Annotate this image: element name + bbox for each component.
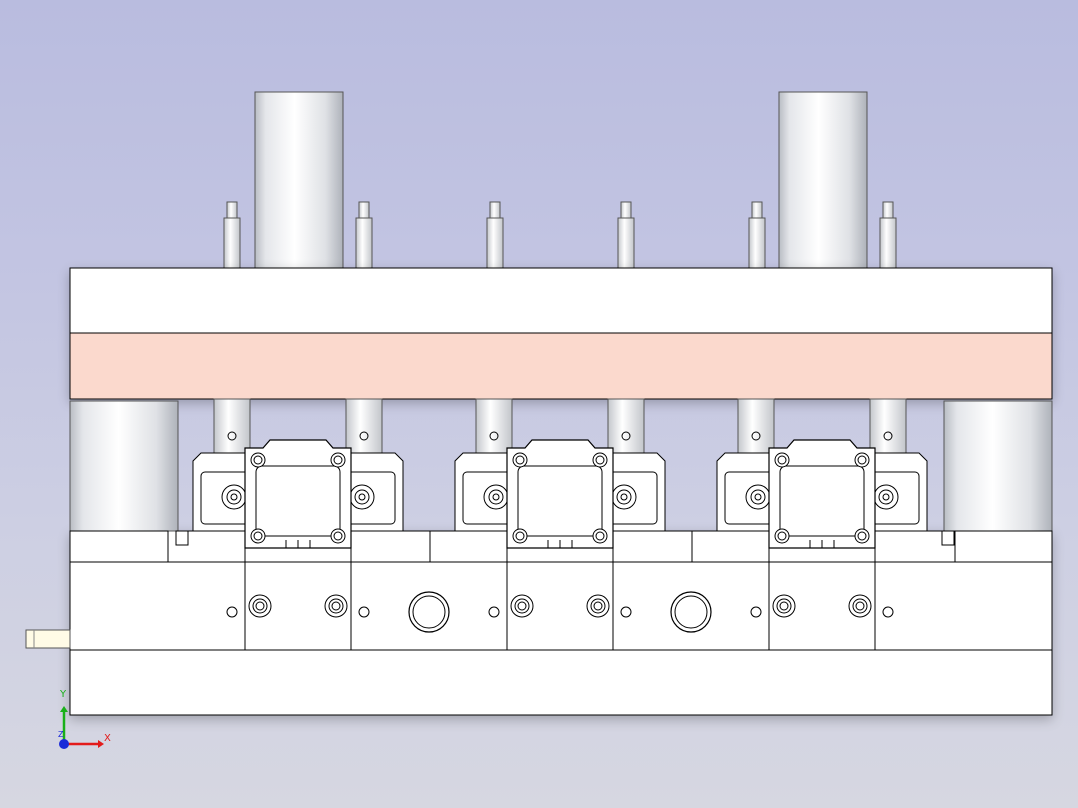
center-clamp-window xyxy=(517,465,603,537)
side-cylinder-right[interactable] xyxy=(943,400,1053,532)
top-guide-pins xyxy=(223,201,897,269)
clamp-bolt-head xyxy=(777,455,787,465)
guide-post xyxy=(213,398,251,455)
center-clamp-window xyxy=(779,465,865,537)
cavity-units xyxy=(192,398,928,650)
counterbore-core xyxy=(593,601,603,611)
clamp-bolt-head xyxy=(777,531,787,541)
top-pin xyxy=(223,201,241,269)
guide-post-hole xyxy=(621,431,631,441)
top-pin xyxy=(486,201,504,269)
lower-block-dividers xyxy=(175,530,955,562)
top-pin xyxy=(617,201,635,269)
guide-post-hole xyxy=(883,431,893,441)
guide-post xyxy=(737,398,775,455)
side-cylinder-left[interactable] xyxy=(69,400,179,532)
guide-post xyxy=(869,398,907,455)
clamp-bolt-head xyxy=(333,455,343,465)
corner-tab xyxy=(175,530,189,546)
z-axis-label: Z xyxy=(58,730,64,739)
x-axis-label: X xyxy=(104,733,111,744)
bearing-core xyxy=(754,493,762,501)
coordinate-triad xyxy=(59,706,104,749)
z-axis-dot xyxy=(59,739,69,749)
lower-block[interactable] xyxy=(69,530,1053,652)
counterbore-core xyxy=(517,601,527,611)
bearing-core xyxy=(492,493,500,501)
clamp-bolt-head xyxy=(857,455,867,465)
top-clamp-plate[interactable] xyxy=(69,267,1053,334)
top-pin xyxy=(879,201,897,269)
guide-post-hole xyxy=(227,431,237,441)
counterbore-core xyxy=(779,601,789,611)
top-pin xyxy=(748,201,766,269)
step-block-left xyxy=(69,530,169,563)
counterbore-core xyxy=(255,601,265,611)
guide-post-hole xyxy=(489,431,499,441)
ejector-stub[interactable] xyxy=(25,629,71,649)
corner-tab xyxy=(941,530,955,546)
guide-post xyxy=(607,398,645,455)
guide-post xyxy=(475,398,513,455)
y-axis-label: Y xyxy=(60,689,67,700)
counterbore-core xyxy=(331,601,341,611)
sprue-boss-left[interactable] xyxy=(408,591,450,633)
clamp-bolt-head xyxy=(515,455,525,465)
clamp-bolt-head xyxy=(857,531,867,541)
dowel-hole xyxy=(882,606,894,618)
bearing-core xyxy=(358,493,366,501)
bearing-core xyxy=(620,493,628,501)
guide-post-hole xyxy=(359,431,369,441)
bottom-clamp-plate[interactable] xyxy=(69,649,1053,716)
dowel-hole xyxy=(358,606,370,618)
step-block-right xyxy=(954,530,1053,563)
clamp-bolt-head xyxy=(253,531,263,541)
clamp-bolt-head xyxy=(333,531,343,541)
mold-body[interactable] xyxy=(69,267,1053,716)
cavity-unit xyxy=(454,398,666,650)
highlighted-plate[interactable] xyxy=(69,332,1053,400)
clamp-bolt-head xyxy=(515,531,525,541)
center-clamp-window xyxy=(255,465,341,537)
guide-cylinder-top-left[interactable] xyxy=(254,91,344,269)
y-axis-arrowhead xyxy=(60,706,68,712)
bearing-core xyxy=(230,493,238,501)
guide-cylinder-top-right[interactable] xyxy=(778,91,868,269)
cavity-unit xyxy=(716,398,928,650)
dowel-hole xyxy=(620,606,632,618)
counterbore-core xyxy=(855,601,865,611)
cavity-unit xyxy=(192,398,404,650)
dowel-hole xyxy=(488,606,500,618)
dowel-hole xyxy=(226,606,238,618)
clamp-bolt-head xyxy=(595,455,605,465)
guide-post xyxy=(345,398,383,455)
clamp-bolt-head xyxy=(595,531,605,541)
top-pin xyxy=(355,201,373,269)
bearing-core xyxy=(882,493,890,501)
guide-post-hole xyxy=(751,431,761,441)
clamp-bolt-head xyxy=(253,455,263,465)
sprue-boss-right[interactable] xyxy=(670,591,712,633)
x-axis-arrowhead xyxy=(98,740,104,748)
dowel-hole xyxy=(750,606,762,618)
